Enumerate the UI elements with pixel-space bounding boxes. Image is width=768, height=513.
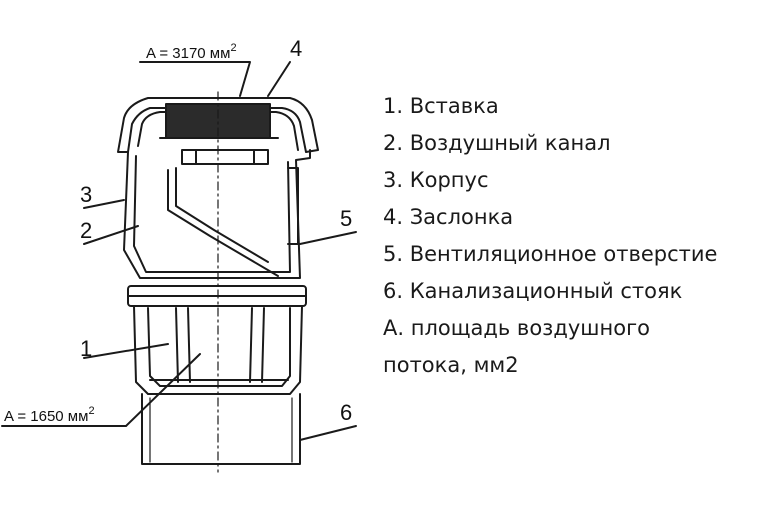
callout-6: 6 [340, 400, 352, 425]
air-channel-slot [181, 149, 269, 165]
legend-item-air-channel: 2. Воздушный канал [383, 131, 611, 155]
legend-item-housing: 3. Корпус [383, 168, 489, 192]
internal-wall [167, 169, 279, 277]
legend-item-sewer-riser: 6. Канализационный стояк [383, 279, 683, 303]
legend-list: 1. Вставка 2. Воздушный канал 3. Корпус … [383, 88, 763, 384]
sewer-riser [141, 393, 301, 465]
callout-4: 4 [290, 36, 302, 61]
area-top-label: A = 3170 мм2 [146, 42, 237, 62]
insert-outline [133, 305, 303, 395]
callout-3: 3 [80, 182, 92, 207]
leader-3 [83, 199, 125, 209]
legend-item-damper: 4. Заслонка [383, 205, 514, 229]
leader-5 [299, 231, 357, 245]
callout-1: 1 [80, 336, 92, 361]
leader-4 [267, 61, 291, 97]
legend-item-vent-opening: 5. Вентиляционное отверстие [383, 242, 718, 266]
leader-1 [83, 343, 169, 359]
callout-5: 5 [340, 206, 352, 231]
legend-item-airflow-area: А. площадь воздушного потока, мм2 [383, 316, 650, 377]
callout-2: 2 [80, 218, 92, 243]
housing-inner [133, 155, 291, 273]
housing-outline [123, 149, 311, 279]
vent-opening [287, 167, 299, 245]
leader-6 [299, 425, 357, 441]
leader-area-bottom [1, 353, 201, 427]
legend-item-insert: 1. Вставка [383, 94, 499, 118]
cap-outline [117, 97, 319, 153]
leader-area-top [139, 61, 251, 97]
leader-2 [83, 225, 139, 245]
area-bottom-label: A = 1650 мм2 [4, 405, 95, 425]
